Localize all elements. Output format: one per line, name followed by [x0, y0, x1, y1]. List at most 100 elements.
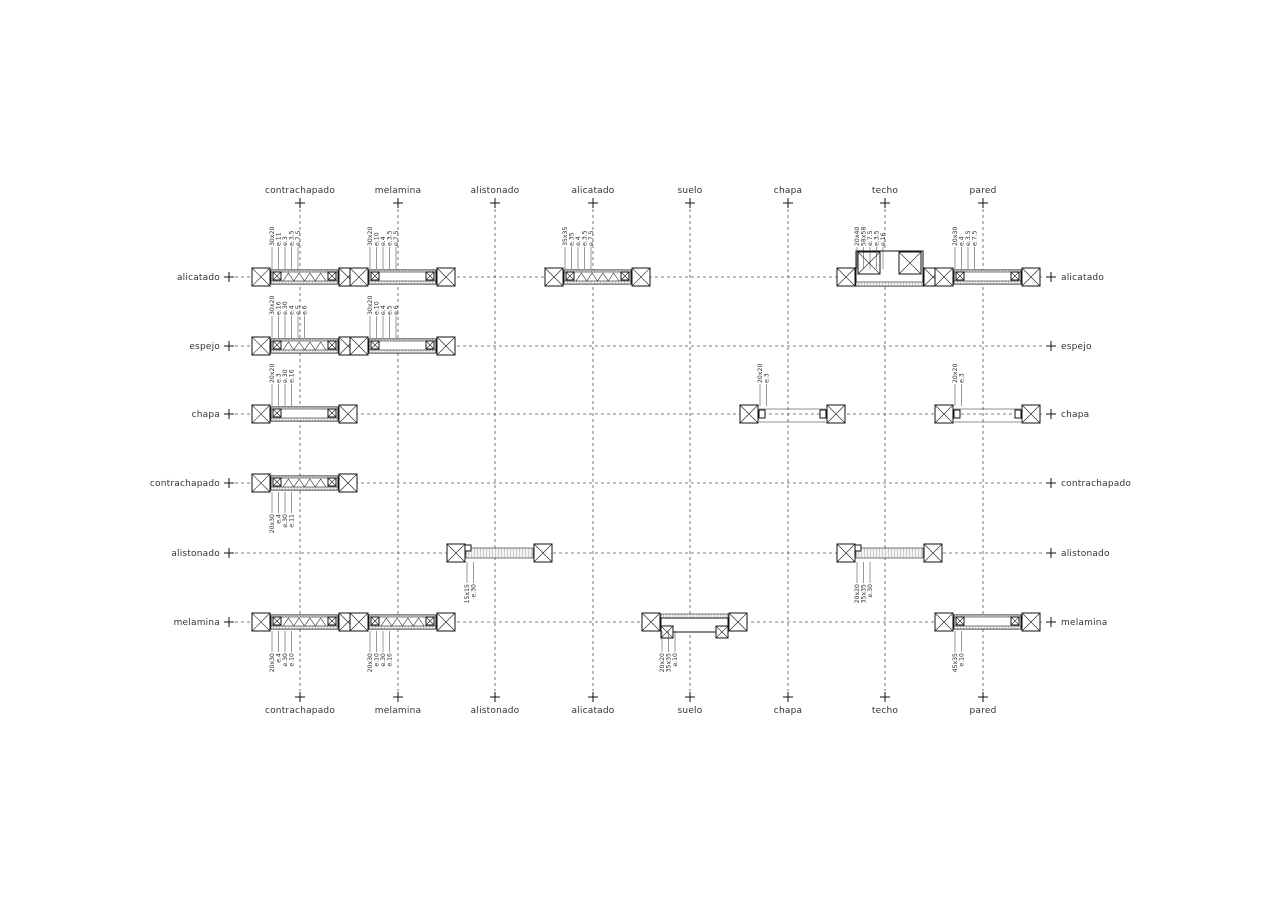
dimension-label: e.30 [282, 369, 289, 383]
post-diagonal [1010, 271, 1020, 281]
column-label-bottom: chapa [774, 706, 802, 716]
dimension-label: e.4 [289, 305, 296, 315]
post-diagonal [934, 612, 954, 632]
dimension-label: e.10 [374, 232, 381, 246]
dimension-label: 20x30 [269, 653, 276, 672]
dimension-label: e.11 [289, 514, 296, 528]
dimension-label: e.7.5 [393, 230, 400, 246]
post-diagonal [1010, 616, 1020, 626]
finish-layer [368, 280, 437, 285]
post-diagonal [370, 616, 380, 626]
batten-section [854, 544, 862, 552]
corrugated-core [380, 617, 425, 627]
batten-section [464, 544, 472, 552]
dimension-label: e.16 [289, 369, 296, 383]
post-diagonal [251, 612, 271, 632]
row-label-left: alistonado [171, 549, 220, 559]
dimension-label: e.3.5 [289, 230, 296, 246]
post-diagonal [370, 340, 380, 350]
post-diagonal [934, 267, 954, 287]
dimension-label: 58x58 [861, 227, 868, 246]
post-diagonal [955, 616, 965, 626]
row-label-right: melamina [1061, 618, 1107, 628]
dimension-label: e.4 [959, 236, 966, 246]
row-label-right: alistonado [1061, 549, 1110, 559]
post-diagonal [272, 616, 282, 626]
post-diagonal [836, 267, 856, 287]
dimension-label: 30x20 [367, 227, 374, 246]
post-diagonal [660, 625, 674, 639]
dimension-label: e.30 [380, 653, 387, 667]
dimension-label: e.3 [959, 373, 966, 383]
dimension-label: e.5 [295, 305, 302, 315]
batten-section [819, 409, 827, 419]
finish-layer [953, 625, 1022, 630]
row-label-right: chapa [1061, 410, 1089, 420]
post-diagonal [1021, 404, 1041, 424]
dimension-label: e.7.5 [867, 230, 874, 246]
dimension-label: 30x20 [269, 296, 276, 315]
dimension-label: e.16 [880, 232, 887, 246]
post-diagonal [349, 612, 369, 632]
row-label-left: chapa [192, 410, 220, 420]
column-label-top: alicatado [571, 186, 614, 196]
finish-layer [270, 338, 339, 342]
post-diagonal [934, 404, 954, 424]
corrugated-core [282, 341, 327, 351]
dimension-label: e.4 [276, 514, 283, 524]
dimension-label: 20x30 [952, 227, 959, 246]
post-diagonal [272, 477, 282, 487]
column-label-bottom: techo [872, 706, 899, 716]
dimension-label: e.3 [764, 373, 771, 383]
column-label-bottom: contrachapado [265, 706, 335, 716]
floor-board [660, 613, 729, 619]
dimension-label: e.10 [374, 653, 381, 667]
finish-layer [953, 614, 1022, 618]
post-diagonal [338, 473, 358, 493]
post-diagonal [533, 543, 553, 563]
column-label-top: suelo [678, 186, 703, 196]
finish-layer [563, 269, 632, 273]
finish-layer [368, 614, 437, 618]
post-diagonal [898, 251, 922, 275]
post-diagonal [631, 267, 651, 287]
post-diagonal [327, 408, 337, 418]
dimension-label: e.4 [575, 236, 582, 246]
finish-layer [270, 406, 339, 410]
post-diagonal [338, 404, 358, 424]
dimension-label: e.3.5 [387, 230, 394, 246]
dimension-label: 20x20 [854, 584, 861, 603]
dimension-label: e.30 [282, 514, 289, 528]
finish-layer [270, 614, 339, 618]
row-label-left: alicatado [177, 273, 220, 283]
finish-layer [953, 280, 1022, 285]
post-diagonal [251, 473, 271, 493]
finish-layer [270, 475, 339, 479]
post-diagonal [715, 625, 729, 639]
dimension-label: e.10 [289, 653, 296, 667]
dimension-label: 20x30 [269, 514, 276, 533]
post-diagonal [272, 340, 282, 350]
dimension-label: e.35 [569, 232, 576, 246]
dimension-label: 15x15 [464, 584, 471, 603]
row-label-right: contrachapado [1061, 479, 1131, 489]
batten-section [758, 409, 766, 419]
column-label-top: contrachapado [265, 186, 335, 196]
column-label-top: melamina [375, 186, 421, 196]
dimension-label: 35x35 [666, 653, 673, 672]
dimension-label: e.7.5 [295, 230, 302, 246]
dimension-label: 20x20 [659, 653, 666, 672]
finish-layer [270, 269, 339, 273]
post-diagonal [955, 271, 965, 281]
column-label-bottom: alistonado [471, 706, 520, 716]
column-label-bottom: melamina [375, 706, 421, 716]
